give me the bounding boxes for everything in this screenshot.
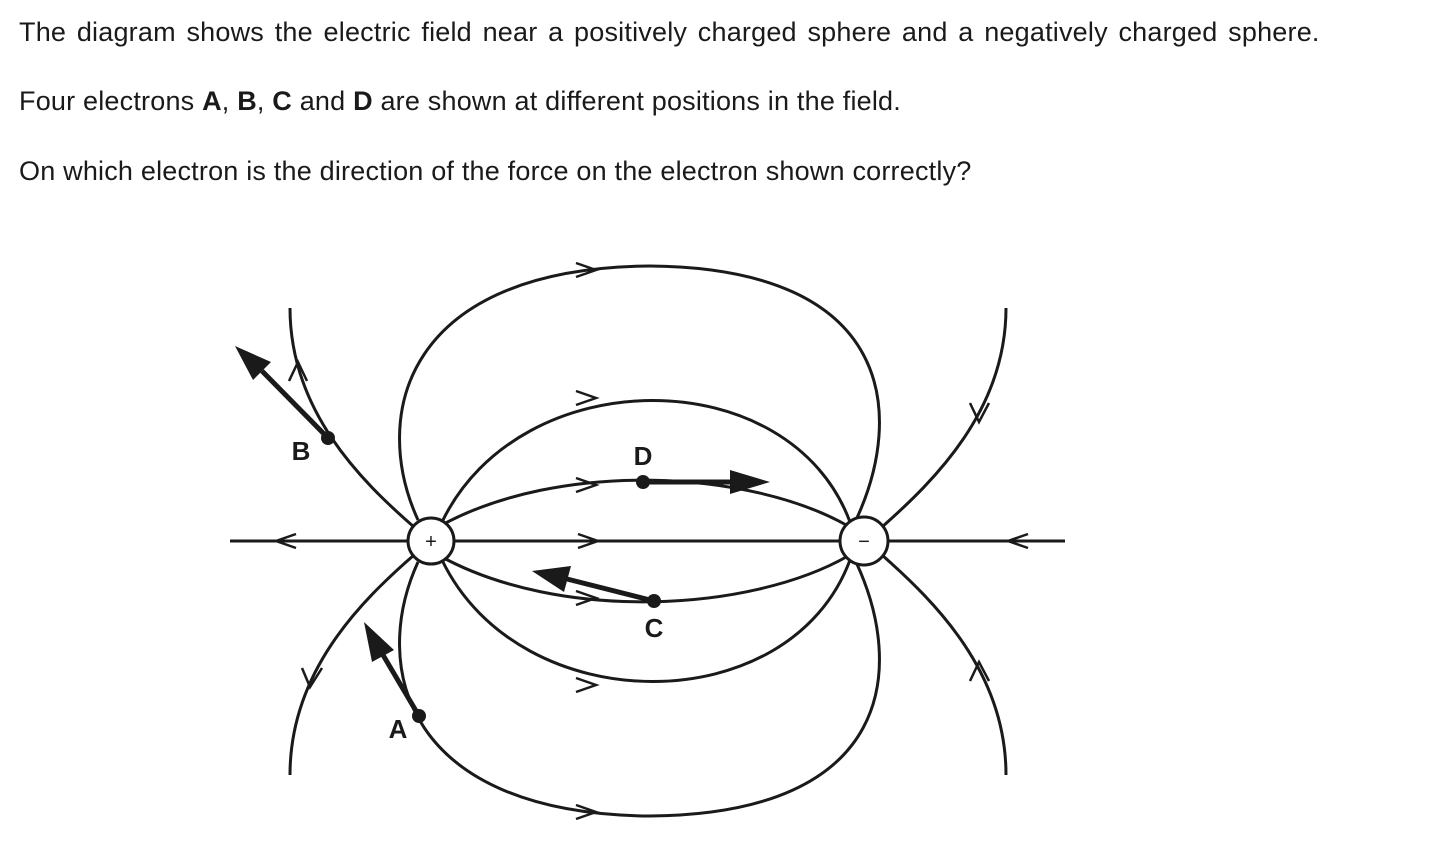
negative-sphere-circle — [838, 515, 890, 567]
electron-label-a: A — [389, 714, 408, 744]
question-prompt: On which electron is the direction of th… — [19, 156, 972, 186]
positive-sphere: + — [406, 516, 456, 566]
field-lines — [230, 264, 1065, 818]
field-arrow-icon — [300, 667, 324, 690]
field-arrow-icon — [575, 476, 600, 494]
negative-sign: − — [858, 531, 870, 553]
positive-sphere-circle — [406, 516, 456, 566]
electron-c — [647, 594, 661, 608]
electrons — [321, 431, 661, 723]
force-arrow-b-head — [235, 346, 271, 380]
force-arrows — [235, 346, 770, 718]
field-line-inner-bottom — [439, 554, 849, 604]
force-arrow-a-shaft — [380, 653, 422, 718]
negative-sphere: − — [838, 515, 890, 567]
positive-sign: + — [425, 531, 437, 553]
field-arrow-icon — [968, 659, 991, 682]
electron-d — [636, 475, 650, 489]
field-arrow-icon — [577, 532, 602, 550]
field-line-outer-bottom — [398, 561, 881, 818]
force-arrow-a-head — [364, 622, 394, 662]
field-arrow-icon — [968, 402, 991, 425]
field-arrow-icon — [272, 532, 297, 550]
electron-label-b: B — [292, 436, 311, 466]
electron-b — [321, 431, 335, 445]
field-line-outer-top — [398, 264, 881, 521]
force-arrow-c-head — [532, 566, 571, 592]
force-arrow-c-shaft — [566, 576, 655, 604]
force-arrow-d-head — [730, 470, 770, 494]
field-line-right-upper — [881, 307, 1008, 529]
label-a-text: A — [202, 86, 222, 116]
field-line-right-lower — [881, 553, 1008, 776]
question-text: The diagram shows the electric field nea… — [19, 14, 1349, 189]
field-line-middle-bottom — [440, 559, 852, 683]
question-electrons-sentence: Four electrons A, B, C and D are shown a… — [19, 86, 901, 116]
electron-labels: A B C D — [292, 436, 664, 744]
field-arrow-icon — [1004, 532, 1029, 550]
field-direction-arrows — [272, 261, 1029, 821]
electron-a — [412, 709, 426, 723]
field-arrow-icon — [575, 803, 600, 821]
label-c-text: C — [272, 86, 292, 116]
field-arrow-icon — [575, 261, 600, 279]
field-arrow-icon — [575, 389, 600, 407]
field-line-left-lower — [288, 553, 415, 776]
field-arrow-icon — [287, 359, 309, 382]
label-b-text: B — [237, 86, 257, 116]
field-arrow-icon — [575, 589, 600, 607]
field-arrow-icon — [575, 676, 600, 694]
field-line-middle-top — [440, 399, 852, 523]
label-d-text: D — [353, 86, 373, 116]
force-arrow-b-shaft — [260, 369, 330, 440]
electron-label-c: C — [645, 613, 664, 643]
electron-label-d: D — [634, 441, 653, 471]
question-intro: The diagram shows the electric field nea… — [19, 17, 1320, 47]
